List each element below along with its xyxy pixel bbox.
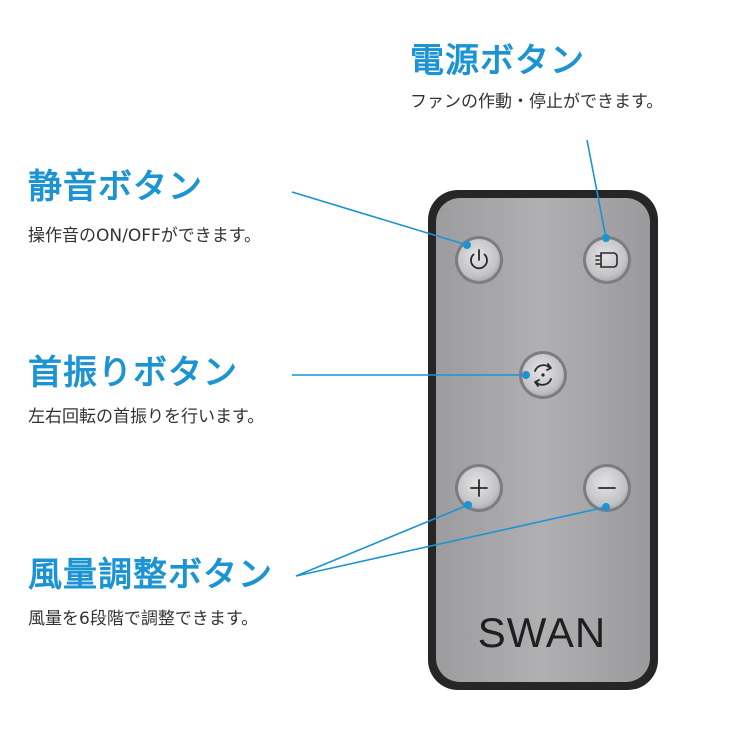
leader-dot-mute xyxy=(463,241,471,249)
leader-line-power xyxy=(586,139,607,239)
leader-dot-power xyxy=(602,234,610,242)
wind-button-title: 風量調整ボタン xyxy=(28,555,273,595)
swing-button-title: 首振りボタン xyxy=(28,353,238,393)
wind-up-button[interactable] xyxy=(455,464,503,512)
brand-logo: SWAN xyxy=(477,609,607,656)
leader-line-mute xyxy=(291,191,468,246)
power-plug-icon xyxy=(595,252,618,268)
leader-line-minus xyxy=(295,506,607,577)
rotate-icon xyxy=(534,363,552,387)
wind-down-button[interactable] xyxy=(583,464,631,512)
mute-button-description: 操作音のON/OFFができます。 xyxy=(28,226,262,246)
power-button[interactable] xyxy=(583,236,631,284)
swing-button[interactable] xyxy=(519,351,567,399)
wind-button-description: 風量を6段階で調整できます。 xyxy=(28,609,259,629)
leader-lines xyxy=(291,139,610,577)
swing-button-description: 左右回転の首振りを行います。 xyxy=(28,407,265,427)
leader-line-plus xyxy=(295,504,469,577)
plus-icon xyxy=(470,479,488,497)
mute-button-title: 静音ボタン xyxy=(28,167,203,207)
leader-dot-swing xyxy=(522,371,530,379)
power-symbol-icon xyxy=(470,249,488,270)
leader-dot-plus xyxy=(464,501,472,509)
power-button-title: 電源ボタン xyxy=(410,41,585,81)
power-button-description: ファンの作動・停止ができます。 xyxy=(410,92,664,112)
remote-control xyxy=(428,190,658,690)
leader-dot-minus xyxy=(602,503,610,511)
